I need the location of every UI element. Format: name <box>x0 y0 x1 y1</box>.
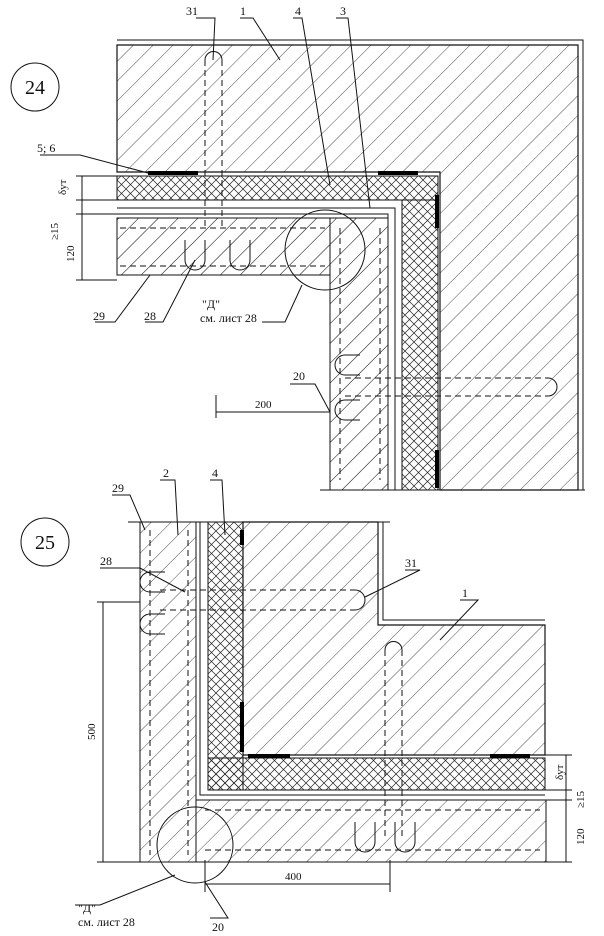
leader-4 <box>293 17 331 186</box>
hook-25b <box>139 613 165 635</box>
leader-29 <box>95 274 151 323</box>
wall-concrete-25 <box>242 521 546 756</box>
callout-29: 29 <box>93 309 105 323</box>
detail-24: 24 31 1 4 3 5; 6 29 28 20 200 δут ≥15 12… <box>10 4 585 491</box>
leader-3 <box>336 17 371 209</box>
rebar-24-h <box>120 227 325 267</box>
inner-leaf-25-v <box>139 521 197 863</box>
dim-120-24: 120 <box>65 245 77 262</box>
insulation-24-horizontal <box>116 175 439 201</box>
dim-500-line <box>97 601 140 863</box>
leader-31 <box>196 17 216 61</box>
insulation-25-horizontal <box>207 757 546 791</box>
callout-5-6: 5; 6 <box>37 141 55 155</box>
dim-120-25: 120 <box>575 828 587 845</box>
rebar-24-v <box>339 228 381 480</box>
dim-right-25 <box>545 754 572 863</box>
callout-28: 28 <box>144 309 156 323</box>
leader-1 <box>240 17 281 61</box>
dim-200: 200 <box>255 399 272 411</box>
anchor-20-end <box>547 377 558 397</box>
dim-left-24 <box>76 175 117 281</box>
callout-1: 1 <box>240 4 246 18</box>
insulation-24-vertical <box>401 199 439 491</box>
detail-d-circle-25 <box>156 806 234 884</box>
ref-mark-25: "Д" <box>78 901 96 915</box>
anchor-31-25 <box>160 589 355 611</box>
detail-number-24: 24 <box>25 77 45 99</box>
ref-sheet-24: см. лист 28 <box>200 311 257 325</box>
detail-d-circle-24 <box>284 209 366 291</box>
protective-layer-25 <box>199 522 545 796</box>
hook-25d <box>394 822 416 853</box>
callout-25-28: 28 <box>100 554 112 568</box>
inner-leaf-24-v <box>329 217 389 491</box>
leader-20 <box>290 383 331 413</box>
detail-number-circle-25 <box>20 517 70 567</box>
anchor-1-25 <box>384 650 403 840</box>
hook-25c <box>354 822 376 853</box>
detail-25: 25 29 2 4 28 31 1 20 500 400 120 δут ≥15… <box>20 466 587 934</box>
dim-15-25: ≥15 <box>575 790 587 808</box>
anchor-31-25-end <box>354 589 366 611</box>
leader-28 <box>145 259 196 323</box>
dim-delta-24: δут <box>57 179 69 195</box>
leader-25-d <box>75 874 176 906</box>
plaster-line-24 <box>117 39 584 490</box>
detail-number-circle-24 <box>10 62 60 112</box>
hook-28a <box>184 240 206 271</box>
callout-25-29: 29 <box>112 481 124 495</box>
plaster-line-25 <box>382 522 545 621</box>
callout-25-31: 31 <box>405 556 417 570</box>
rebar-25-h <box>205 809 540 851</box>
callout-31: 31 <box>186 4 198 18</box>
leader-25-2 <box>160 479 179 536</box>
callout-25-2: 2 <box>163 466 169 480</box>
dim-200-line <box>215 395 331 430</box>
callout-25-20: 20 <box>212 920 224 934</box>
leader-d24 <box>262 284 303 323</box>
dim-400: 400 <box>285 871 302 883</box>
rebar-25-v <box>149 530 189 855</box>
callout-20: 20 <box>293 369 305 383</box>
anchor-1-25-top <box>384 641 403 651</box>
leader-25-28 <box>100 567 186 593</box>
hook-28b <box>229 240 251 271</box>
leader-56 <box>40 154 149 174</box>
dim-15-24: ≥15 <box>49 222 61 240</box>
insulation-25-vertical <box>207 521 244 791</box>
callout-3: 3 <box>340 4 346 18</box>
inner-leaf-25-h <box>195 799 547 863</box>
ref-sheet-25: см. лист 28 <box>78 915 135 929</box>
leader-25-20 <box>204 881 229 919</box>
callout-25-1: 1 <box>462 586 468 600</box>
anchor-20-24 <box>345 377 548 397</box>
dim-400-line <box>204 860 391 892</box>
callout-4: 4 <box>295 4 301 18</box>
dim-delta-25: δут <box>554 764 566 780</box>
callout-25-4: 4 <box>212 466 218 480</box>
leader-25-1 <box>439 599 480 641</box>
hook-20a <box>334 354 360 376</box>
leader-25-29 <box>112 494 146 531</box>
leader-25-4 <box>210 479 226 536</box>
dim-500: 500 <box>86 723 98 740</box>
ref-mark-24: "Д" <box>202 297 220 311</box>
leader-25-31 <box>364 569 421 598</box>
detail-number-25: 25 <box>35 532 55 554</box>
anchor-31-24 <box>204 60 223 228</box>
hook-20b <box>334 399 360 421</box>
